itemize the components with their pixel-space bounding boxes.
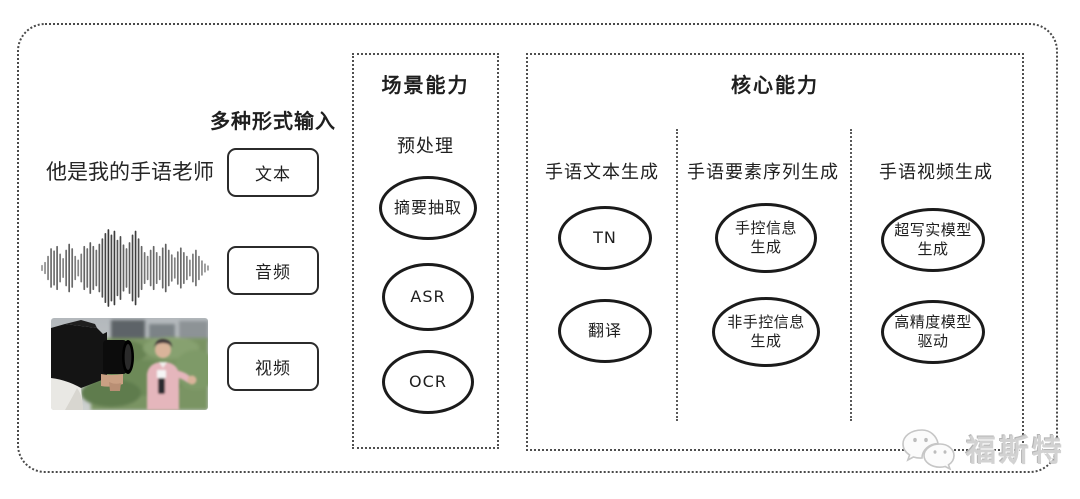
preprocess-label: 预处理: [397, 136, 454, 157]
oval-hyperrealistic-line1: 超写实模型: [894, 221, 972, 240]
input-mode-audio-box: 音频: [227, 246, 319, 295]
reporter-figure: [147, 338, 197, 410]
oval-non-manual-info-generation: 非手控信息 生成: [712, 297, 820, 367]
input-mode-text-box: 文本: [227, 148, 319, 197]
oval-translation-label: 翻译: [587, 321, 622, 340]
oval-hyperrealistic-model-generation: 超写实模型 生成: [881, 208, 985, 272]
oval-asr-label: ASR: [410, 287, 446, 306]
input-mode-audio-label: 音频: [255, 263, 291, 283]
audio-waveform-icon: [39, 228, 211, 308]
sample-sentence-text: 他是我的手语老师: [46, 160, 214, 184]
column-divider: [676, 129, 678, 421]
scene-box-title: 场景能力: [381, 73, 470, 97]
core-capability-box: 核心能力 手语文本生成 手语要素序列生成 手语视频生成 TN 翻译 手控信息 生…: [526, 53, 1024, 451]
oval-non-manual-info-line1: 非手控信息: [727, 313, 805, 332]
oval-ocr-label: OCR: [409, 372, 447, 391]
oval-asr: ASR: [382, 263, 474, 331]
oval-manual-info-line2: 生成: [750, 238, 782, 256]
oval-tn-label: TN: [593, 228, 617, 247]
oval-translation: 翻译: [558, 299, 652, 363]
camera-foreground: [51, 320, 134, 410]
oval-manual-info-generation: 手控信息 生成: [715, 203, 817, 273]
input-mode-video-label: 视频: [255, 359, 291, 379]
video-thumbnail: [51, 318, 208, 410]
oval-tn: TN: [558, 206, 652, 270]
oval-high-precision-model-driving: 高精度模型 驱动: [881, 300, 985, 364]
input-section-label: 多种形式输入: [210, 109, 336, 133]
oval-non-manual-info-line2: 生成: [750, 332, 782, 350]
scene-capability-box: 场景能力 预处理 摘要抽取 ASR OCR: [352, 53, 499, 449]
oval-ocr: OCR: [382, 350, 474, 414]
column-header-text-generation: 手语文本生成: [545, 162, 659, 183]
oval-high-precision-line1: 高精度模型: [894, 313, 972, 332]
column-header-video-generation: 手语视频生成: [879, 162, 993, 183]
oval-manual-info-line1: 手控信息: [734, 219, 797, 238]
column-divider: [850, 129, 852, 421]
oval-hyperrealistic-line2: 生成: [917, 240, 949, 258]
oval-high-precision-line2: 驱动: [917, 332, 949, 350]
input-mode-video-box: 视频: [227, 342, 319, 391]
oval-summary-extraction-label: 摘要抽取: [393, 198, 462, 217]
core-box-title: 核心能力: [731, 73, 819, 97]
wechat-logo-icon: [902, 429, 955, 470]
background-buildings: [111, 320, 208, 342]
column-header-element-sequence-generation: 手语要素序列生成: [687, 162, 839, 183]
oval-summary-extraction: 摘要抽取: [379, 176, 477, 240]
watermark: 福斯特: [898, 424, 1062, 470]
watermark-text: 福斯特: [966, 434, 1065, 469]
input-mode-text-label: 文本: [255, 165, 291, 185]
